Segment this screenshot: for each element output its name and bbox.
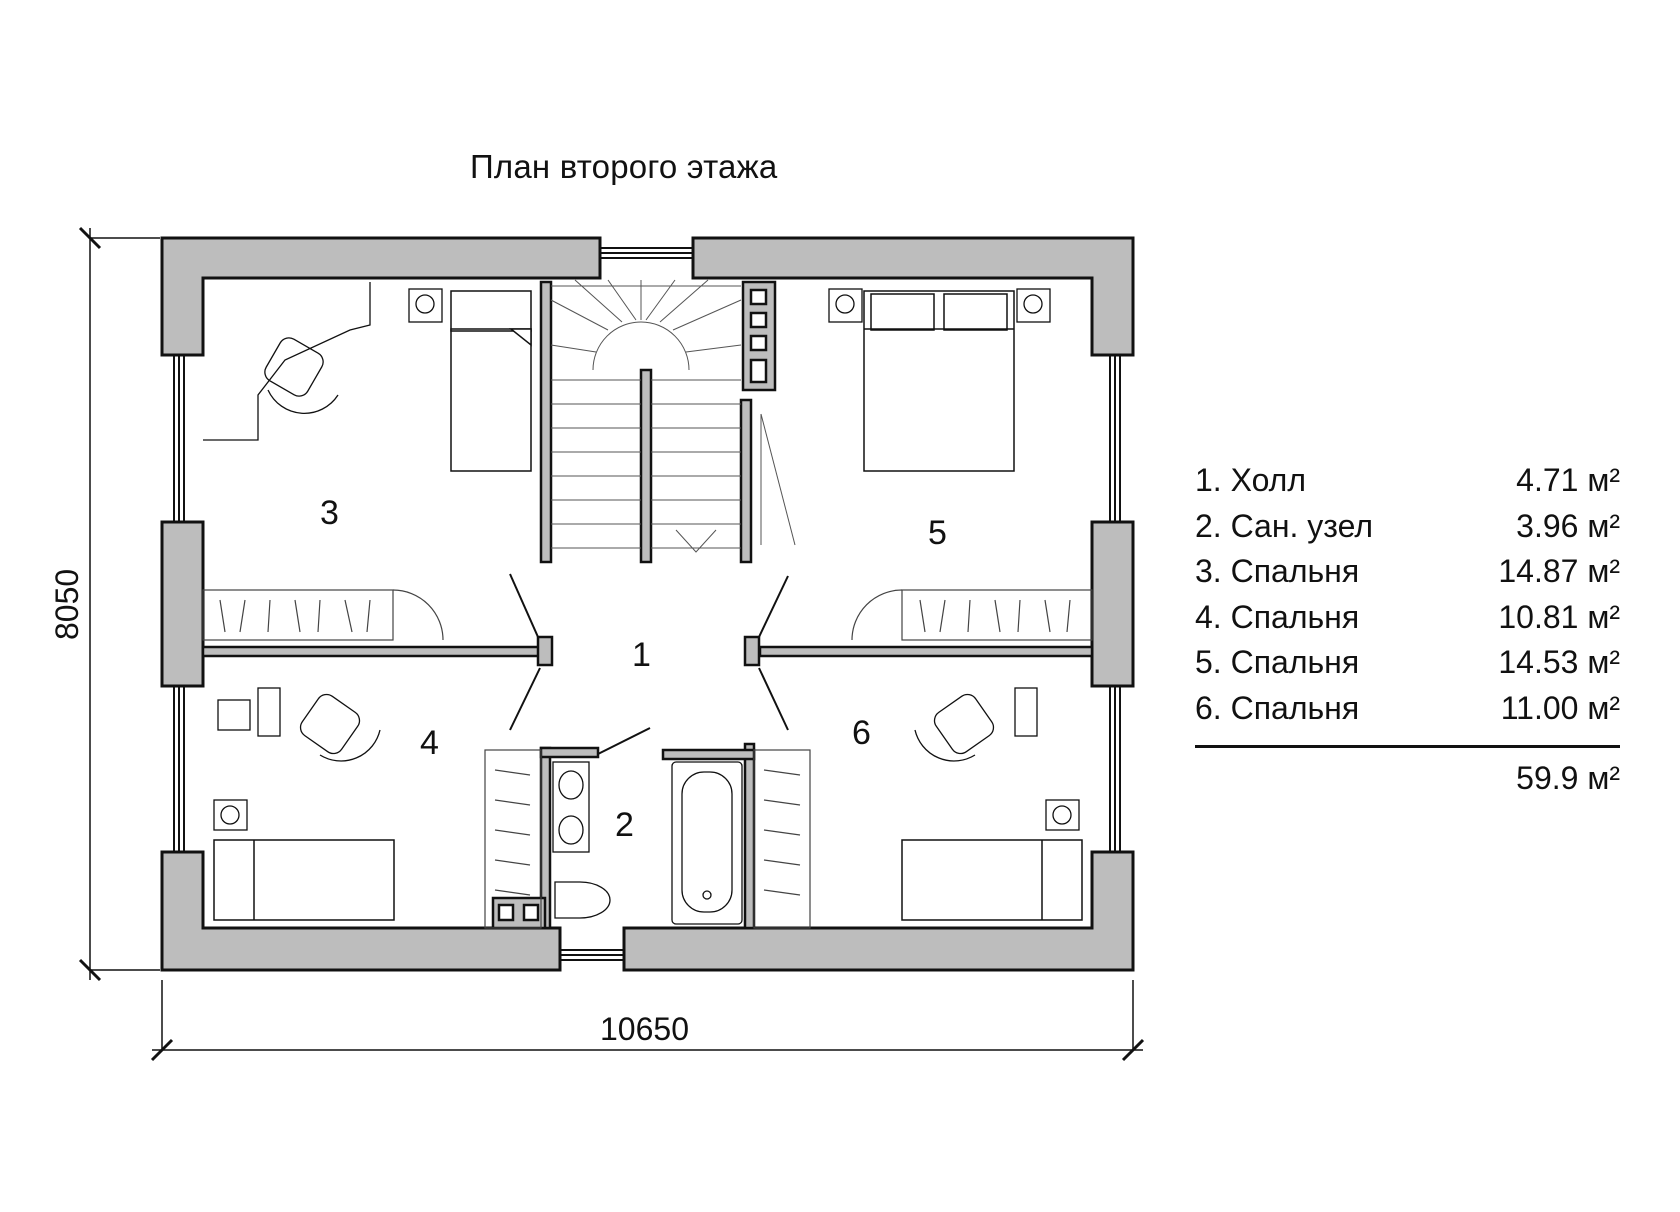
legend-room-area: 10.81 м²	[1498, 598, 1620, 635]
legend-divider	[1195, 745, 1620, 748]
room-number-5: 5	[928, 514, 947, 552]
door-jamb-left	[536, 635, 554, 667]
wall-bottom-right	[622, 850, 1135, 972]
room-number-3: 3	[320, 494, 339, 532]
wall-h-right	[758, 645, 1094, 658]
wall-bath-left-h	[539, 746, 600, 759]
legend-room-name: 3. Спальня	[1195, 553, 1360, 589]
room-number-6: 6	[852, 714, 871, 752]
legend-row: 5. Спальня 14.53 м²	[1195, 640, 1625, 686]
legend-room-name: 2. Сан. узел	[1195, 507, 1374, 544]
legend-room-name: 4. Спальня	[1195, 598, 1360, 635]
bed-room4	[213, 839, 395, 921]
legend-room-area: 4.71 м²	[1516, 462, 1620, 498]
beds	[213, 290, 1083, 921]
plan-title: План второго этажа	[470, 148, 778, 185]
bed-room6	[901, 839, 1083, 921]
legend-total-area: 59.9 м²	[1516, 760, 1620, 796]
doors	[509, 573, 789, 755]
room-number-1: 1	[632, 636, 651, 674]
dimension-height: 8050	[49, 569, 85, 640]
wall-top-right	[691, 236, 1135, 357]
wall-bath-right-v	[743, 742, 756, 930]
legend-room-area: 11.00 м²	[1500, 689, 1620, 726]
door-jamb-right	[743, 635, 761, 667]
vent-ducts	[491, 280, 777, 930]
legend-room-name: 5. Спальня	[1195, 644, 1360, 680]
legend-room-area: 3.96 м²	[1516, 507, 1620, 544]
windows	[173, 247, 1121, 961]
wall-bottom-left	[160, 850, 562, 972]
legend-row: 4. Спальня 10.81 м²	[1195, 595, 1625, 641]
wall-right-middle	[1090, 520, 1135, 688]
room-number-4: 4	[420, 724, 439, 762]
wall-h-left	[201, 645, 543, 658]
dimension-lines	[78, 226, 1145, 1062]
legend-row: 2. Сан. узел 3.96 м²	[1195, 504, 1625, 550]
wall-stair-left	[539, 280, 553, 564]
desks	[203, 282, 1038, 762]
wall-top-left	[160, 236, 602, 357]
legend-row: 6. Спальня 11.00 м²	[1195, 686, 1625, 732]
wall-left-middle	[160, 520, 205, 688]
wall-bath-right-h	[661, 748, 756, 761]
dimension-width: 10650	[600, 1011, 689, 1047]
wardrobes	[202, 589, 1093, 929]
staircase	[550, 279, 796, 553]
room-number-2: 2	[615, 806, 634, 844]
legend-row: 1. Холл 4.71 м²	[1195, 458, 1625, 504]
bathroom-fixtures	[552, 761, 743, 925]
legend-room-area: 14.87 м²	[1498, 553, 1620, 589]
bed-room3	[450, 290, 532, 472]
legend-row: 3. Спальня 14.87 м²	[1195, 549, 1625, 595]
wall-stair-right	[739, 398, 753, 564]
room-area-legend: 1. Холл 4.71 м² 2. Сан. узел 3.96 м² 3. …	[1195, 458, 1625, 797]
nightstands	[213, 288, 1080, 831]
legend-room-name: 1. Холл	[1195, 462, 1306, 498]
legend-room-name: 6. Спальня	[1195, 689, 1360, 726]
wall-stair-mid	[639, 368, 653, 564]
legend-room-area: 14.53 м²	[1498, 644, 1620, 680]
